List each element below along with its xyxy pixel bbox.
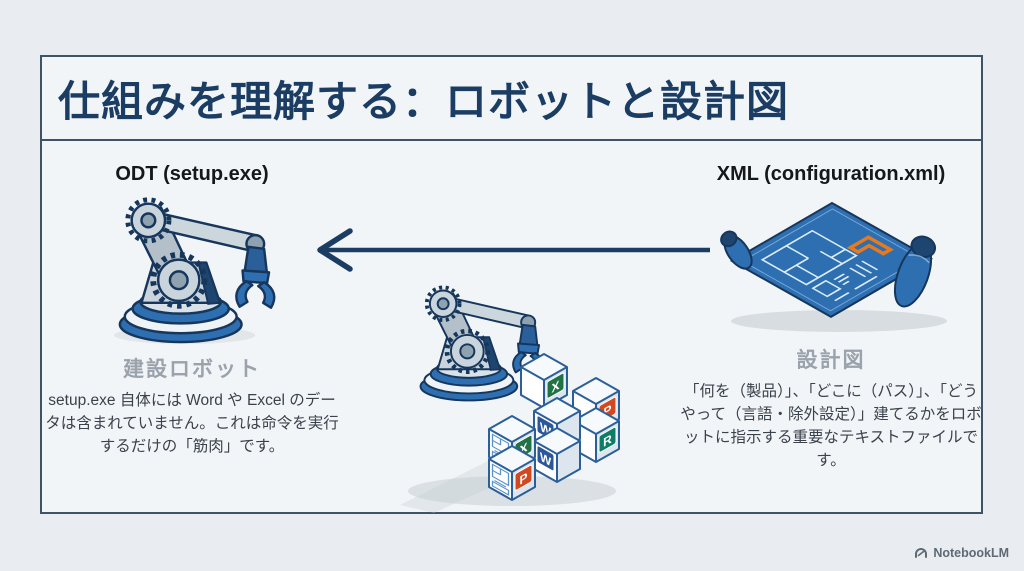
- xml-caption: 設計図: [796, 349, 866, 372]
- xml-heading: XML (configuration.xml): [716, 163, 946, 185]
- arrow-left-icon: [317, 228, 710, 272]
- robot-stacking-blocks-illustration: P R X: [400, 283, 620, 513]
- notebooklm-logo-icon: [915, 548, 928, 558]
- office-block: W: [533, 427, 581, 483]
- svg-text:W: W: [540, 449, 552, 470]
- page-title: 仕組みを理解する：ロボットと設計図: [58, 77, 790, 125]
- odt-caption: 建設ロボット: [123, 358, 261, 381]
- xml-column: XML (configuration.xml): [678, 163, 984, 472]
- blueprint-scroll-illustration: [720, 188, 947, 332]
- svg-text:X: X: [520, 439, 528, 458]
- watermark: NotebookLM: [914, 546, 1009, 560]
- title-band: 仕組みを理解する：ロボットと設計図: [42, 57, 981, 141]
- office-block: P: [488, 445, 536, 501]
- svg-text:R: R: [603, 431, 612, 450]
- content-frame: 仕組みを理解する：ロボットと設計図 ODT (setup.exe) 建設ロボット…: [40, 55, 983, 514]
- svg-text:P: P: [604, 401, 612, 420]
- xml-description: 「何を（製品）」、「どこに（パス）」、「どうやって（言語・除外設定）」建てるかを…: [680, 383, 982, 469]
- office-block: X: [520, 353, 568, 409]
- construction-robot-illustration: [113, 188, 298, 345]
- watermark-label: NotebookLM: [933, 546, 1009, 560]
- odt-column: ODT (setup.exe) 建設ロボット setup.exe 自体には Wo…: [42, 163, 342, 458]
- svg-text:X: X: [552, 377, 560, 396]
- odt-description: setup.exe 自体には Word や Excel のデータは含まれていませ…: [45, 392, 339, 455]
- office-block: R: [572, 407, 620, 463]
- svg-text:P: P: [520, 469, 528, 488]
- odt-heading: ODT (setup.exe): [115, 163, 269, 185]
